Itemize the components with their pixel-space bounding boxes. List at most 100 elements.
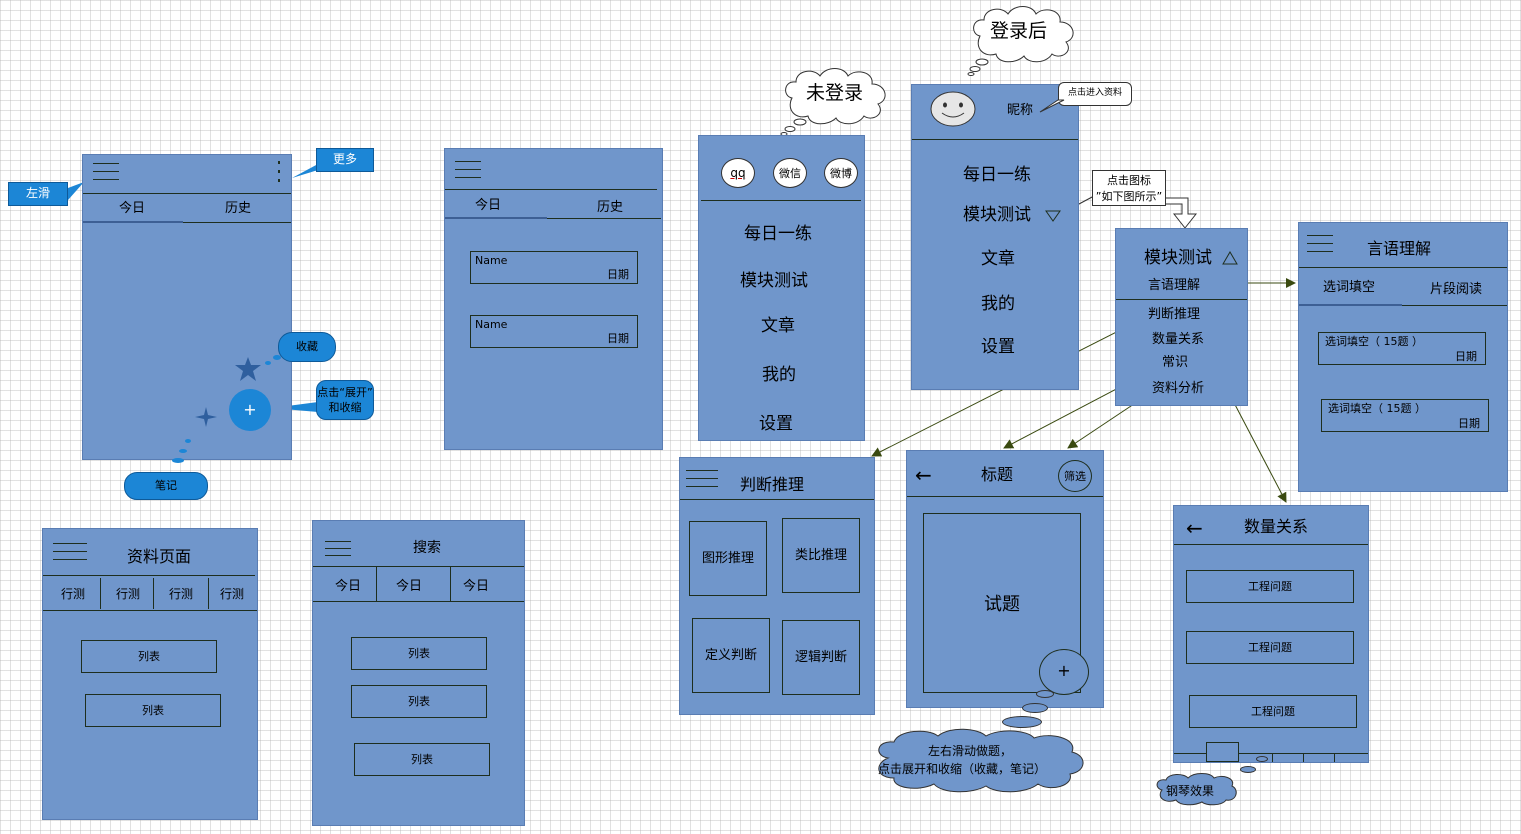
list-item[interactable]: 选词填空（ 15题 ） 日期 [1321,399,1489,432]
category-cell[interactable]: 图形推理 [689,521,767,596]
page-title: 言语理解 [1367,239,1432,258]
submenu-module-test: 模块测试 言语理解 判断推理 数量关系 常识 资料分析 [1115,228,1248,406]
screen-language: 言语理解 选词填空 片段阅读 选词填空（ 15题 ） 日期 选词填空（ 15题 … [1298,222,1508,492]
category-cell[interactable]: 定义判断 [692,618,770,693]
list-button[interactable]: 列表 [351,685,487,718]
cloud-note: 笔记 [124,472,208,500]
hamburger-icon[interactable] [93,163,119,181]
cloud-not-logged-in [780,68,886,136]
cloud-logged-in-label: 登录后 [990,20,1048,42]
screen-search: 搜索 今日 今日 今日 列表 列表 列表 [312,520,525,826]
tab-item[interactable]: 行测 [220,587,245,601]
callout-more: 更多 [316,148,374,172]
menu-module[interactable]: 模块测试 [740,271,808,291]
list-item[interactable]: 工程问题 [1189,695,1357,728]
cloud-question-hint [878,728,1084,793]
filter-button[interactable]: 筛选 [1058,460,1092,492]
list-button[interactable]: 列表 [81,640,217,673]
screen-judge: 判断推理 图形推理 类比推理 定义判断 逻辑判断 [679,457,875,715]
back-arrow-icon[interactable]: ← [1186,516,1203,540]
submenu-item[interactable]: 资料分析 [1152,381,1205,396]
tab-reading[interactable]: 片段阅读 [1430,282,1483,297]
tab-item[interactable]: 行测 [169,587,194,601]
piano-key-active[interactable] [1206,742,1239,762]
list-item[interactable]: 工程问题 [1186,570,1354,603]
page-title: 判断推理 [740,475,805,494]
login-qq[interactable]: qq [721,158,755,188]
page-title: 搜索 [413,540,441,556]
question-area[interactable]: 试题 [923,513,1081,693]
nickname[interactable]: 昵称 [1007,103,1034,118]
plus-button[interactable]: + [1039,649,1089,695]
hamburger-icon[interactable] [686,470,718,490]
star-icon[interactable] [235,357,261,381]
category-cell[interactable]: 逻辑判断 [782,620,860,695]
submenu-item[interactable]: 言语理解 [1148,278,1201,293]
hamburger-icon[interactable] [53,543,87,561]
list-item[interactable]: 工程问题 [1186,631,1354,664]
tab-history[interactable]: 历史 [597,200,624,215]
page-title: 数量关系 [1244,517,1309,536]
list-item[interactable]: 选词填空（ 15题 ） 日期 [1318,332,1486,365]
callout-expand: 点击“展开” 和收缩 [316,380,374,420]
tab-today[interactable]: 今日 [475,198,502,213]
more-vertical-icon[interactable] [277,159,281,185]
menu-article[interactable]: 文章 [981,249,1015,269]
cloud-piano-label: 钢琴效果 [1166,784,1215,798]
sparkle-icon[interactable] [195,407,217,427]
screen-quantity: ← 数量关系 工程问题 工程问题 工程问题 [1173,505,1369,763]
submenu-item[interactable]: 常识 [1162,355,1189,370]
cloud-logged-in [967,6,1074,76]
list-button[interactable]: 列表 [351,637,487,670]
note-click-icon: 点击图标 ”如下图所示” [1092,170,1166,206]
login-wechat[interactable]: 微信 [773,158,807,188]
hollow-arrow [1161,197,1198,229]
hamburger-icon[interactable] [325,541,351,556]
tab-history[interactable]: 历史 [225,201,252,216]
screen-home-swipe: 今日 历史 + [82,154,292,460]
tab-fill[interactable]: 选词填空 [1323,280,1376,295]
plus-icon: + [243,400,257,419]
note-enter-profile: 点击进入资料 [1058,82,1132,106]
tab-item[interactable]: 今日 [463,579,490,594]
tab-item[interactable]: 行测 [116,587,141,601]
menu-daily[interactable]: 每日一练 [744,224,812,244]
menu-module[interactable]: 模块测试 [963,205,1031,225]
page-title: 资料页面 [127,547,192,566]
tab-item[interactable]: 今日 [335,579,362,594]
list-button[interactable]: 列表 [354,743,490,776]
page-title: 标题 [981,465,1014,484]
menu-article[interactable]: 文章 [761,316,795,336]
menu-mine[interactable]: 我的 [981,294,1015,314]
back-arrow-icon[interactable]: ← [915,463,932,487]
plus-icon: + [1057,661,1071,680]
expand-button[interactable]: + [229,389,271,431]
screen-question: ← 标题 筛选 试题 + [906,450,1104,708]
smiley-icon[interactable] [930,91,976,127]
hamburger-icon[interactable] [455,161,481,179]
cloud-favorite: 收藏 [278,332,336,362]
submenu-item[interactable]: 数量关系 [1152,332,1205,347]
menu-mine[interactable]: 我的 [762,365,796,385]
list-button[interactable]: 列表 [85,694,221,727]
menu-settings[interactable]: 设置 [759,414,793,434]
menu-daily[interactable]: 每日一练 [963,165,1031,185]
tab-today[interactable]: 今日 [119,201,146,216]
cloud-not-logged-in-label: 未登录 [806,82,864,104]
submenu-item[interactable]: 判断推理 [1148,307,1201,322]
callout-swipe-left: 左滑 [8,182,68,206]
tab-item[interactable]: 行测 [61,587,86,601]
hamburger-icon[interactable] [1307,235,1333,255]
category-cell[interactable]: 类比推理 [782,518,860,593]
triangle-down-icon[interactable] [1045,210,1061,222]
screen-material: 资料页面 行测 行测 行测 行测 列表 列表 [42,528,258,820]
list-item[interactable]: Name 日期 [470,251,638,284]
triangle-up-icon[interactable] [1222,251,1238,265]
login-weibo[interactable]: 微博 [824,158,858,188]
menu-settings[interactable]: 设置 [981,337,1015,357]
list-item[interactable]: Name 日期 [470,315,638,348]
submenu-title: 模块测试 [1144,248,1212,268]
cloud-question-hint-line1: 左右滑动做题， [928,744,1013,758]
tab-item[interactable]: 今日 [396,579,423,594]
screen-home-list: 今日 历史 Name 日期 Name 日期 [444,148,663,450]
